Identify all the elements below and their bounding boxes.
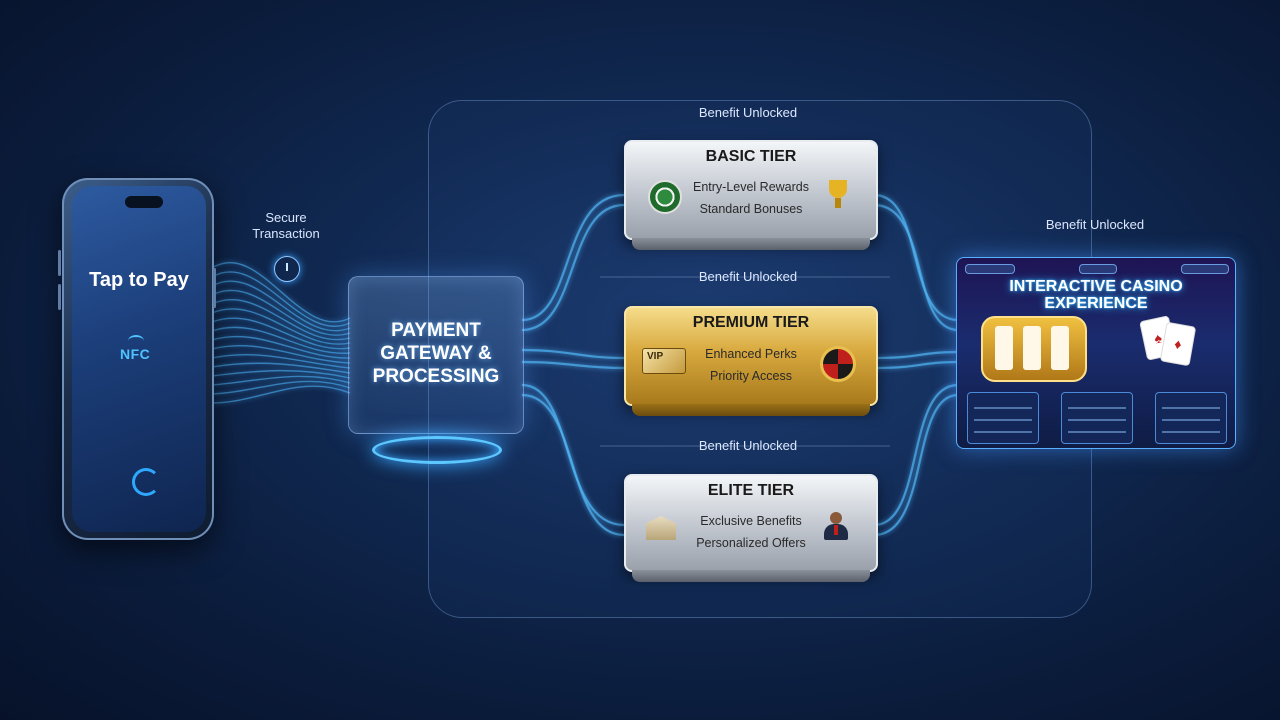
benefit-unlocked-label: Benefit Unlocked xyxy=(698,269,798,284)
gateway-pedestal-ring xyxy=(372,436,502,464)
concierge-person-icon xyxy=(824,512,848,540)
roulette-wheel-icon xyxy=(820,346,856,382)
stream-line xyxy=(211,308,351,345)
gateway-title-line3: PROCESSING xyxy=(372,366,500,387)
stream-line xyxy=(211,326,351,354)
trophy-icon xyxy=(829,180,847,208)
phone-volume-button xyxy=(58,284,61,310)
tier-benefit-line: Entry-Level Rewards xyxy=(692,180,809,194)
stream-line xyxy=(211,289,351,336)
casino-title-line1: INTERACTIVE CASINO xyxy=(1009,278,1183,295)
stream-line xyxy=(211,271,351,327)
tier-plinth xyxy=(632,238,870,250)
elite-tier-card: ELITE TIER Exclusive Benefits Personaliz… xyxy=(624,474,878,582)
stream-line xyxy=(211,345,351,364)
vip-card-icon: VIP xyxy=(642,348,686,374)
gateway-title-line2: GATEWAY & xyxy=(380,343,492,364)
phone-power-button xyxy=(213,268,216,308)
tier-benefit-line: Priority Access xyxy=(710,369,792,383)
benefit-unlocked-label: Benefit Unlocked xyxy=(698,105,798,120)
stream-line xyxy=(211,353,351,369)
stream-line xyxy=(211,369,351,379)
stream-line xyxy=(211,385,351,404)
phone-to-gateway-stream xyxy=(211,261,351,404)
playing-card-icon: ♦ xyxy=(1159,321,1197,367)
secure-transaction-label: Secure Transaction xyxy=(236,210,336,242)
status-pill xyxy=(1079,264,1117,274)
premium-tier-card: PREMIUM TIER VIP Enhanced Perks Priority… xyxy=(624,306,878,416)
tier-title: PREMIUM TIER xyxy=(692,314,810,331)
stream-line xyxy=(211,380,351,395)
secure-lock-icon xyxy=(274,256,300,282)
tier-plinth xyxy=(632,570,870,582)
tier-benefit-line: Standard Bonuses xyxy=(699,202,803,216)
phone-notch xyxy=(125,196,163,208)
tier-plinth xyxy=(632,404,870,416)
basic-tier-card: BASIC TIER Entry-Level Rewards Standard … xyxy=(624,140,878,250)
stream-line xyxy=(211,317,351,350)
status-pill xyxy=(965,264,1015,274)
gateway-to-tier-flows xyxy=(521,193,959,537)
stream-line xyxy=(211,261,351,323)
stream-line xyxy=(211,335,351,359)
stream-line xyxy=(211,362,351,374)
benefit-unlocked-label: Benefit Unlocked xyxy=(698,438,798,453)
tier-benefit-line: Personalized Offers xyxy=(696,536,806,550)
nfc-label: NFC xyxy=(120,346,151,362)
secure-label-line1: Secure xyxy=(265,210,307,225)
leaderboard-panel xyxy=(1155,392,1227,444)
loading-spinner-icon xyxy=(132,468,160,496)
tier-title: BASIC TIER xyxy=(705,148,797,165)
leaderboard-panel xyxy=(1061,392,1133,444)
interactive-casino-screen: INTERACTIVE CASINO EXPERIENCE ♠ ♦ xyxy=(956,257,1236,449)
tier-benefit-line: Exclusive Benefits xyxy=(700,514,802,528)
stream-line xyxy=(211,298,351,341)
tier-title: ELITE TIER xyxy=(707,482,795,499)
status-pill xyxy=(1181,264,1229,274)
benefit-unlocked-label: Benefit Unlocked xyxy=(1045,217,1145,232)
stream-line xyxy=(211,375,351,386)
casino-title-line2: EXPERIENCE xyxy=(1044,295,1148,312)
phone-screen: Tap to Pay NFC xyxy=(72,186,206,532)
nfc-wave-icon xyxy=(128,335,144,347)
tap-to-pay-label: Tap to Pay xyxy=(89,269,189,291)
payment-gateway-box: PAYMENT GATEWAY & PROCESSING xyxy=(348,276,524,434)
slot-machine-icon xyxy=(981,316,1087,382)
tier-benefit-line: Enhanced Perks xyxy=(705,347,797,361)
phone-volume-button xyxy=(58,250,61,276)
smartphone: Tap to Pay NFC xyxy=(62,178,214,540)
stream-line xyxy=(211,280,351,332)
casino-title: INTERACTIVE CASINO EXPERIENCE xyxy=(957,278,1235,312)
leaderboard-panel xyxy=(967,392,1039,444)
poker-chip-icon xyxy=(648,180,682,214)
gateway-title: PAYMENT GATEWAY & PROCESSING xyxy=(349,319,523,388)
secure-label-line2: Transaction xyxy=(252,226,320,241)
gateway-title-line1: PAYMENT xyxy=(391,320,481,341)
